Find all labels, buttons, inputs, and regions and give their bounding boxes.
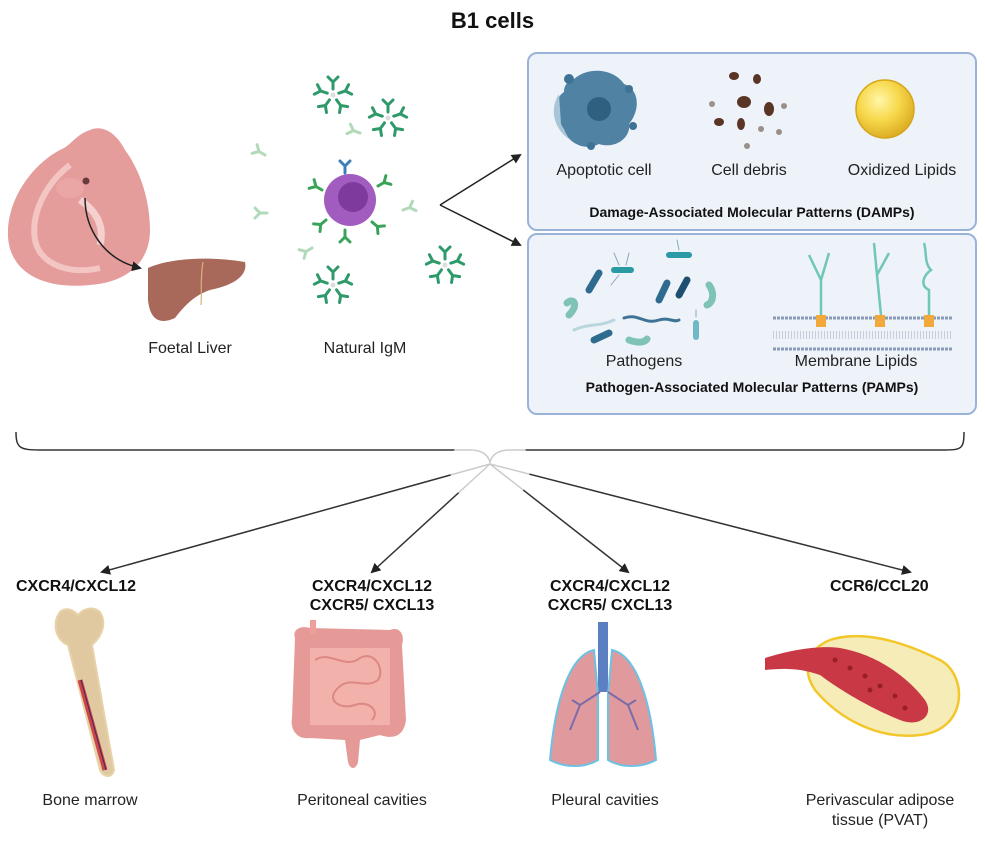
blood-vessel-adipose-icon bbox=[765, 634, 961, 737]
damps-item-label: Oxidized Lipids bbox=[847, 162, 957, 179]
arrow-to-pamps bbox=[439, 204, 522, 246]
natural-igm-label: Natural IgM bbox=[323, 340, 407, 357]
pamps-item-label: Pathogens bbox=[605, 353, 683, 370]
foetal-liver-label: Foetal Liver bbox=[148, 340, 232, 357]
arrow-to-pvat bbox=[489, 463, 912, 575]
pamps-icons bbox=[563, 239, 953, 351]
oxidized-lipid-droplet-icon bbox=[855, 79, 915, 139]
bacteria-icon bbox=[563, 239, 717, 346]
damps-item-label: Cell debris bbox=[711, 162, 787, 179]
lungs-icon bbox=[548, 622, 658, 767]
arrow-to-bone-marrow bbox=[100, 463, 491, 575]
femur-bone-icon bbox=[54, 607, 116, 777]
pamps-item-label: Membrane Lipids bbox=[794, 353, 918, 370]
tissue-label: Bone marrow bbox=[42, 792, 138, 809]
liver-icon bbox=[148, 258, 246, 321]
tissue-label: tissue (PVAT) bbox=[831, 812, 929, 829]
damps-heading: Damage-Associated Molecular Patterns (DA… bbox=[589, 204, 915, 220]
damps-panel: Apoptotic cell Cell debris Oxidized Lipi… bbox=[527, 52, 977, 231]
apoptotic-cell-icon bbox=[553, 70, 637, 150]
natural-igm-cluster-icon bbox=[250, 77, 464, 303]
pamps-panel: Pathogens Membrane Lipids Pathogen-Assoc… bbox=[527, 233, 977, 415]
receptor-label: CXCR4/CXCL12 bbox=[311, 578, 433, 595]
membrane-lipids-icon bbox=[773, 242, 953, 351]
cell-debris-icon bbox=[709, 72, 787, 149]
damps-item-label: Apoptotic cell bbox=[556, 162, 652, 179]
tissue-label: Perivascular adipose bbox=[805, 792, 955, 809]
receptor-label: CXCR5/ CXCL13 bbox=[547, 597, 673, 614]
pamps-heading: Pathogen-Associated Molecular Patterns (… bbox=[585, 379, 919, 395]
receptor-label: CXCR4/CXCL12 bbox=[549, 578, 671, 595]
embryo-icon bbox=[7, 128, 151, 286]
receptor-label: CXCR5/ CXCL13 bbox=[309, 597, 435, 614]
arrow-to-damps bbox=[439, 153, 522, 206]
tissue-label: Peritoneal cavities bbox=[297, 792, 427, 809]
diagram-title: B1 cells bbox=[450, 8, 535, 33]
intestines-icon bbox=[291, 620, 406, 768]
tissue-label: Pleural cavities bbox=[551, 792, 659, 809]
receptor-label: CXCR4/CXCL12 bbox=[16, 578, 137, 595]
receptor-label: CCR6/CCL20 bbox=[830, 578, 929, 595]
damps-icons bbox=[553, 70, 915, 150]
